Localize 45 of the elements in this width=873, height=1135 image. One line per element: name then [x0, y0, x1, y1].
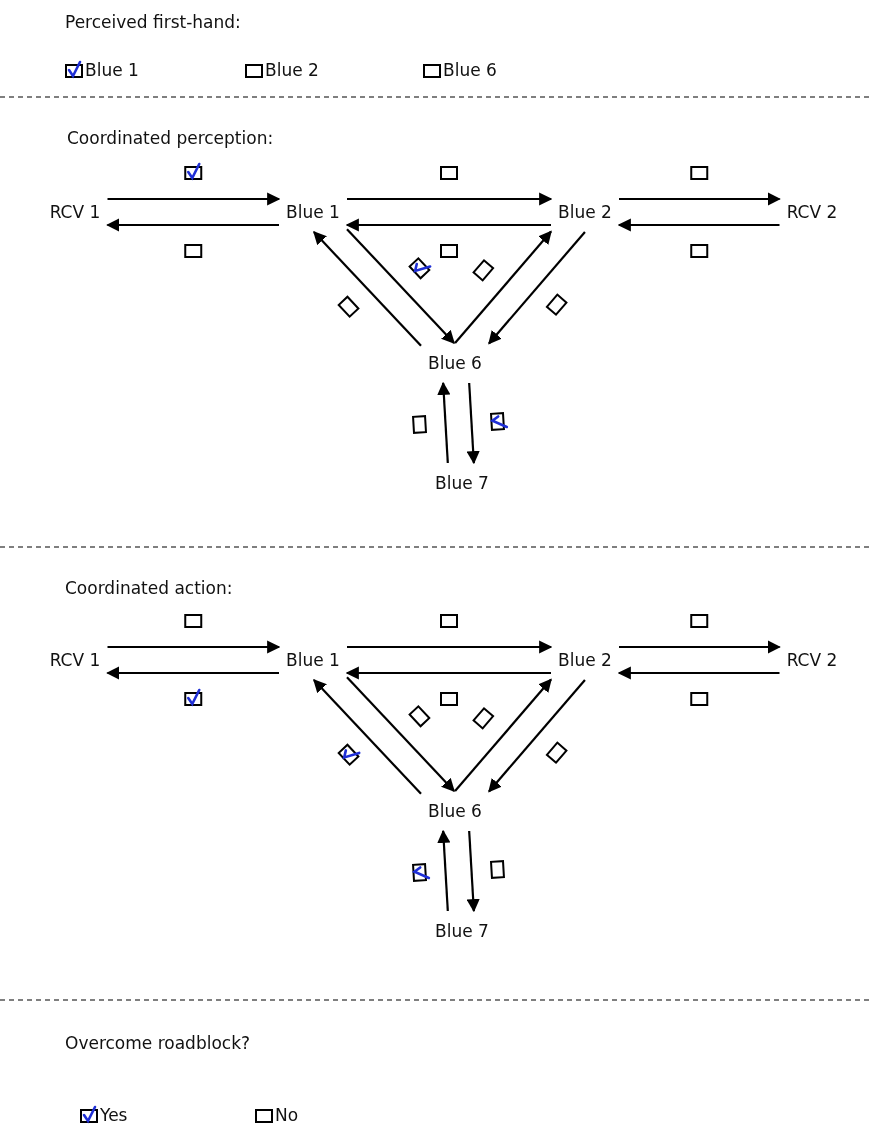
arrow: [617, 218, 780, 232]
section-heading: Perceived first-hand:: [65, 12, 241, 32]
arrow: [346, 676, 455, 792]
node-label: Blue 7: [431, 466, 493, 500]
node-label: Blue 2: [554, 195, 616, 229]
arrow: [347, 192, 553, 206]
arrow: [107, 192, 281, 206]
node-label: Blue 1: [282, 643, 344, 677]
arrow: [345, 666, 551, 680]
section-heading: Overcome roadblock?: [65, 1033, 251, 1053]
node-label: Blue 6: [424, 794, 486, 828]
arrow: [347, 640, 553, 654]
arrow: [466, 830, 480, 913]
node-label: Blue 7: [431, 914, 493, 948]
arrow: [346, 228, 455, 344]
section-heading: Coordinated action:: [65, 578, 233, 598]
arrow: [313, 679, 422, 795]
arrow: [488, 231, 586, 345]
node-label: RCV 2: [782, 643, 842, 677]
arrow: [345, 218, 551, 232]
arrow: [106, 218, 279, 232]
option-label: Blue 6: [443, 60, 497, 80]
arrow: [619, 192, 781, 206]
arrow: [619, 640, 781, 654]
arrow: [454, 678, 552, 792]
node-label: Blue 6: [424, 346, 486, 380]
node-label: RCV 1: [45, 195, 105, 229]
arrow: [488, 679, 586, 793]
arrow: [437, 381, 451, 464]
arrow: [617, 666, 780, 680]
option-label: No: [275, 1105, 299, 1125]
node-label: Blue 1: [282, 195, 344, 229]
option-label: Blue 1: [85, 60, 139, 80]
node-label: RCV 1: [45, 643, 105, 677]
node-label: Blue 2: [554, 643, 616, 677]
arrow: [107, 640, 281, 654]
option-label: Yes: [100, 1105, 128, 1125]
node-label: RCV 2: [782, 195, 842, 229]
arrow: [454, 230, 552, 344]
section-heading: Coordinated perception:: [67, 128, 274, 148]
arrow: [106, 666, 279, 680]
arrow: [313, 231, 422, 347]
arrow: [466, 382, 480, 465]
arrow: [437, 829, 451, 912]
option-label: Blue 2: [265, 60, 319, 80]
